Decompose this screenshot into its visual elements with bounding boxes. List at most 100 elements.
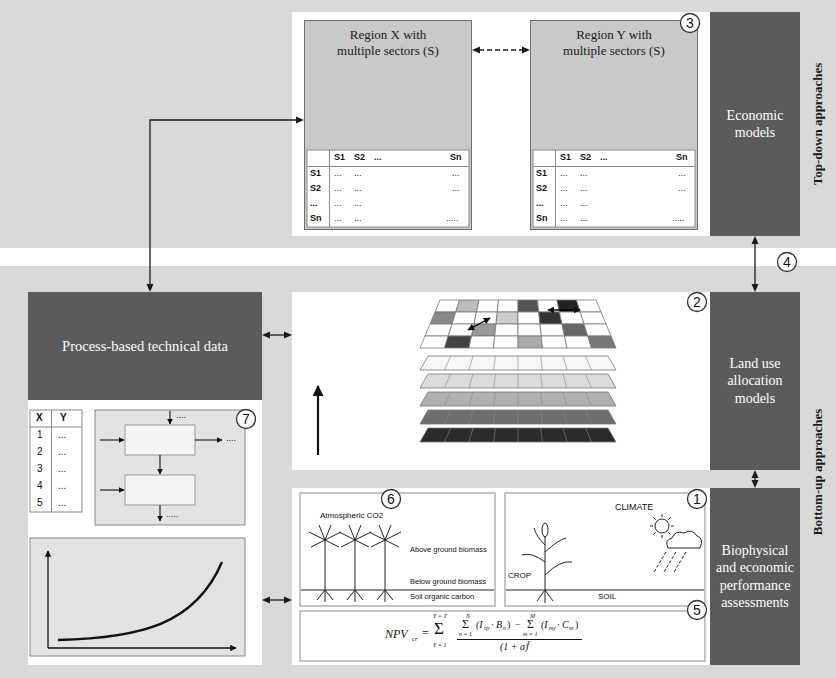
callout-number: 2 bbox=[693, 295, 701, 309]
map-cell bbox=[452, 312, 477, 324]
crop-drawing bbox=[522, 528, 572, 590]
map-layer-line bbox=[494, 356, 496, 370]
callout-number: 6 bbox=[387, 492, 395, 506]
callout-number: 1 bbox=[693, 492, 701, 506]
map-cell bbox=[469, 336, 495, 348]
table-cell: ... bbox=[560, 169, 568, 178]
callout-circle bbox=[237, 410, 256, 429]
map-cell bbox=[580, 312, 606, 324]
table-cell: 1 bbox=[37, 430, 43, 440]
formula-term: · B bbox=[491, 620, 502, 630]
connector bbox=[262, 332, 292, 339]
sector-table bbox=[307, 150, 469, 227]
map-cell bbox=[425, 324, 452, 336]
map-layer-line bbox=[563, 374, 567, 388]
table-header: Sn bbox=[450, 153, 462, 162]
formula-term: m = 1 bbox=[523, 631, 537, 637]
table-header: S1 bbox=[560, 153, 571, 162]
map-layer-line bbox=[469, 392, 473, 406]
formula-term: Y = T bbox=[433, 613, 447, 619]
callout-circle bbox=[237, 14, 797, 620]
table-header: Sn bbox=[676, 153, 688, 162]
process-flow bbox=[95, 410, 245, 525]
map-layer-line bbox=[541, 374, 543, 388]
callout-circle bbox=[688, 293, 707, 312]
map-cell bbox=[496, 312, 518, 324]
process-label: Process-based technical data bbox=[28, 292, 262, 400]
vertical-arrow bbox=[318, 386, 319, 455]
fraction-line bbox=[457, 639, 582, 640]
map-layer-line bbox=[541, 392, 543, 406]
table-cell: ... bbox=[580, 184, 588, 193]
formula-term: ) bbox=[575, 620, 578, 630]
map-cell bbox=[474, 312, 497, 324]
tree-drawing bbox=[301, 525, 494, 602]
map-cell bbox=[540, 324, 565, 336]
arrow-head bbox=[752, 470, 759, 478]
formula-term: cr bbox=[412, 636, 418, 643]
illustration-label: SOIL bbox=[598, 593, 616, 601]
data-table bbox=[30, 410, 82, 512]
table-cell: ... bbox=[58, 464, 66, 474]
band-heading: Top-down approaches bbox=[810, 63, 826, 185]
map-cell bbox=[445, 336, 472, 348]
arrow-head bbox=[262, 597, 270, 604]
table-row-header: Sn bbox=[310, 214, 322, 223]
formula-term: (1 + a) bbox=[500, 642, 528, 652]
table-cell: 2 bbox=[37, 447, 43, 457]
map-layer-line bbox=[469, 356, 473, 370]
region-label: Region Y with multiple sectors (S) bbox=[560, 27, 668, 58]
formula-term: NPV bbox=[385, 628, 408, 640]
growth-curve bbox=[48, 647, 236, 648]
illustration-label: Above ground biomass bbox=[410, 546, 487, 554]
table-row-header: S1 bbox=[310, 169, 321, 178]
table-row-header: ... bbox=[310, 199, 318, 208]
map-layer-line bbox=[518, 410, 519, 424]
arrow-head bbox=[147, 284, 154, 292]
table-cell: ... bbox=[452, 184, 460, 193]
table-cell: ..... bbox=[446, 214, 459, 223]
table-cell: ... bbox=[334, 184, 342, 193]
map-cell bbox=[430, 312, 456, 324]
sector-table bbox=[307, 166, 469, 167]
map-layer-line bbox=[586, 374, 592, 388]
map-arrow bbox=[548, 309, 580, 310]
formula-term: (I bbox=[541, 620, 548, 630]
map-cell bbox=[539, 312, 562, 324]
arrow-head bbox=[522, 47, 530, 54]
map-cell bbox=[584, 324, 611, 336]
sector-table bbox=[329, 150, 330, 227]
table-cell: ... bbox=[580, 214, 588, 223]
map-layer-line bbox=[586, 428, 592, 442]
process-flow bbox=[100, 439, 124, 440]
map-layer-line bbox=[541, 428, 543, 442]
map-cell bbox=[560, 312, 585, 324]
arrow-head bbox=[752, 284, 759, 292]
table-cell: ... bbox=[354, 184, 362, 193]
map-layer-line bbox=[494, 410, 496, 424]
arrow-head bbox=[262, 332, 270, 339]
table-cell: ... bbox=[58, 498, 66, 508]
map-cell bbox=[577, 300, 602, 312]
illustration-frame bbox=[300, 493, 495, 606]
model-label: Economic models bbox=[710, 12, 800, 236]
map-layer bbox=[420, 428, 616, 442]
map-layer-line bbox=[563, 428, 567, 442]
tree-drawing bbox=[339, 525, 371, 602]
tree-drawing bbox=[301, 590, 494, 591]
crop-drawing bbox=[667, 531, 702, 548]
table-cell: ... bbox=[354, 214, 362, 223]
table-header: ... bbox=[600, 153, 608, 162]
map-cell bbox=[518, 300, 539, 312]
map-cell bbox=[435, 300, 460, 312]
table-header: ... bbox=[374, 153, 382, 162]
formula-term: Y bbox=[527, 640, 530, 646]
map-layer-line bbox=[541, 410, 543, 424]
table-header: X bbox=[36, 413, 43, 423]
data-table bbox=[30, 427, 82, 428]
table-cell: ... bbox=[58, 481, 66, 491]
table-cell: ... bbox=[560, 199, 568, 208]
table-header: S2 bbox=[354, 153, 365, 162]
growth-curve bbox=[47, 551, 48, 648]
table-row-header: ... bbox=[536, 199, 544, 208]
